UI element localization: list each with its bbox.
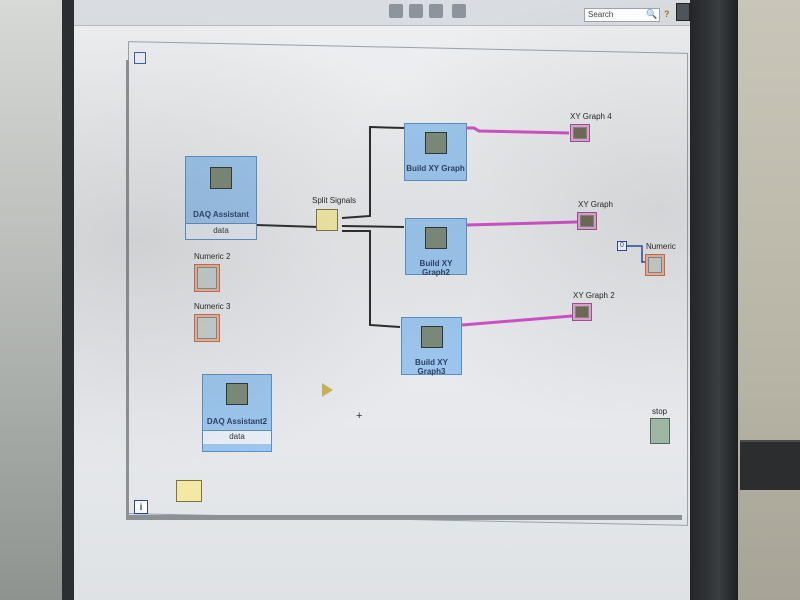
daq-assistant2-title: DAQ Assistant2: [206, 417, 268, 426]
build-xy-graph2-icon: [425, 227, 447, 249]
build-xy-graph-icon: [424, 132, 447, 154]
loop-iteration-terminal[interactable]: i: [134, 500, 148, 514]
wire-xy2-to-graph[interactable]: [466, 220, 578, 227]
numeric3-terminal[interactable]: [194, 314, 220, 342]
build-array-node[interactable]: [176, 480, 202, 502]
build-xy-graph3-node[interactable]: Build XY Graph3: [401, 317, 462, 376]
daq-assistant-node[interactable]: DAQ Assistant data: [185, 156, 257, 240]
vi-icon[interactable]: [676, 3, 690, 21]
numeric2-terminal[interactable]: [194, 264, 220, 292]
daq2-data-port[interactable]: data: [203, 430, 271, 444]
help-icon[interactable]: ?: [664, 9, 670, 19]
keyboard: [740, 440, 800, 490]
cursor-crosshair-icon: +: [356, 410, 363, 422]
wire-xy1-to-graph4[interactable]: [467, 126, 570, 135]
loop-count-terminal[interactable]: [134, 52, 146, 64]
build-xy-graph3-icon: [420, 326, 443, 348]
daq-assistant2-node[interactable]: DAQ Assistant2 data: [202, 374, 272, 452]
daq-assistant-title: DAQ Assistant: [193, 210, 249, 219]
numeric-icon: [648, 257, 662, 273]
numeric3-label: Numeric 3: [194, 302, 231, 311]
wire-split-to-xy3[interactable]: [342, 230, 401, 328]
wire-xy3-to-graph2[interactable]: [461, 314, 573, 327]
graph-icon: [575, 306, 589, 318]
toolbar: Search 🔍 ?: [74, 0, 692, 26]
toolbar-button-icon[interactable]: [452, 4, 466, 18]
wire-daq-to-split[interactable]: [255, 224, 320, 228]
background-left: [0, 0, 70, 600]
split-signals-label: Split Signals: [312, 196, 357, 205]
build-xy-graph-node[interactable]: Build XY Graph: [404, 123, 467, 181]
toolbar-button-icon[interactable]: [389, 4, 403, 18]
play-arrow-icon[interactable]: [322, 383, 333, 397]
stop-label: stop: [652, 407, 668, 416]
xy-graph-label: XY Graph: [578, 200, 613, 209]
daq-data-port[interactable]: data: [186, 223, 256, 239]
search-icon[interactable]: 🔍: [646, 9, 658, 19]
xy-graph4-terminal[interactable]: [570, 124, 590, 142]
graph-icon: [573, 127, 587, 139]
search-input[interactable]: Search: [584, 8, 660, 22]
xy-graph4-label: XY Graph 4: [570, 112, 612, 121]
toolbar-button-icon[interactable]: [409, 4, 423, 18]
numeric-terminal[interactable]: [645, 254, 665, 276]
stop-terminal[interactable]: [650, 418, 670, 444]
build-xy-graph2-title: Build XY Graph2: [419, 259, 453, 277]
numeric-label: Numeric: [646, 242, 676, 251]
xy-graph2-label: XY Graph 2: [573, 291, 615, 300]
daq-assistant-icon: [210, 167, 232, 189]
toolbar-button-icon[interactable]: [429, 4, 443, 18]
wire-const-to-numeric[interactable]: [627, 245, 646, 263]
xy-graph-terminal[interactable]: [577, 212, 597, 230]
split-signals-node[interactable]: [316, 209, 338, 231]
graph-icon: [580, 215, 594, 227]
build-xy-graph2-node[interactable]: Build XY Graph2: [405, 218, 467, 277]
monitor-bezel-right: [690, 0, 738, 600]
daq-assistant2-icon: [226, 383, 248, 405]
wire-split-to-xy2[interactable]: [341, 225, 405, 228]
labview-block-diagram: Search 🔍 ? DAQ Assistant data DAQ Assist…: [74, 0, 692, 600]
xy-graph2-terminal[interactable]: [572, 303, 592, 321]
numeric-icon: [197, 267, 217, 289]
numeric2-label: Numeric 2: [194, 252, 231, 261]
build-xy-graph-title: Build XY Graph: [406, 164, 465, 173]
build-xy-graph3-title: Build XY Graph3: [415, 358, 448, 376]
numeric-icon: [197, 317, 217, 339]
numeric-constant[interactable]: 0: [617, 241, 627, 251]
wires: [255, 125, 646, 328]
monitor-bezel-left: [62, 0, 76, 600]
while-loop-frame[interactable]: [126, 60, 682, 520]
wire-split-to-xy1[interactable]: [341, 125, 405, 219]
